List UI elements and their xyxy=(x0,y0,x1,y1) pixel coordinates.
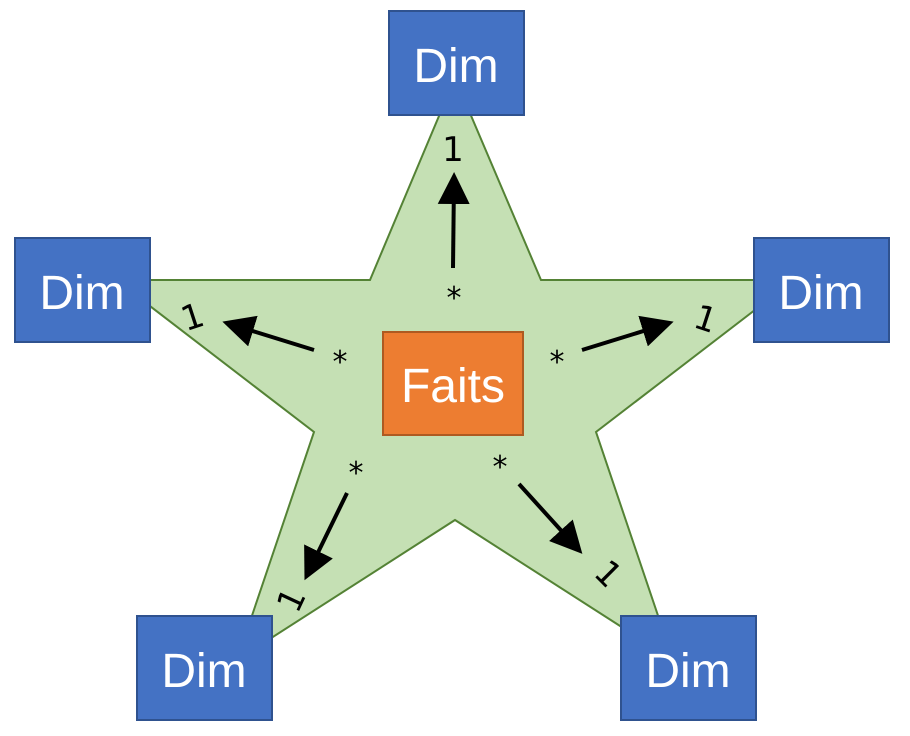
multiplicity-many-top: * xyxy=(447,281,462,316)
multiplicity-many-bottom-left: * xyxy=(349,456,364,491)
dim-box-bottom-left[interactable]: Dim xyxy=(136,615,273,721)
dim-label: Dim xyxy=(645,645,730,698)
dim-label: Dim xyxy=(39,267,124,320)
dim-box-bottom-right[interactable]: Dim xyxy=(620,615,757,721)
dim-label: Dim xyxy=(778,267,863,320)
fact-box[interactable]: Faits xyxy=(382,331,524,436)
dim-box-left[interactable]: Dim xyxy=(14,237,151,343)
dim-label: Dim xyxy=(161,645,246,698)
dim-label: Dim xyxy=(413,40,498,93)
dim-box-top[interactable]: Dim xyxy=(388,10,525,116)
arrow-right xyxy=(581,315,674,352)
arrow-bottom-right xyxy=(517,482,583,554)
multiplicity-many-right: * xyxy=(550,345,565,380)
arrow-left xyxy=(222,315,315,352)
dim-box-right[interactable]: Dim xyxy=(753,237,890,343)
arrow-bottom-left xyxy=(304,492,349,581)
arrow-top xyxy=(437,172,470,269)
multiplicity-many-left: * xyxy=(333,345,348,380)
fact-label: Faits xyxy=(401,360,505,413)
multiplicity-many-bottom-right: * xyxy=(493,450,508,485)
multiplicity-one-top: 1 xyxy=(442,130,464,170)
